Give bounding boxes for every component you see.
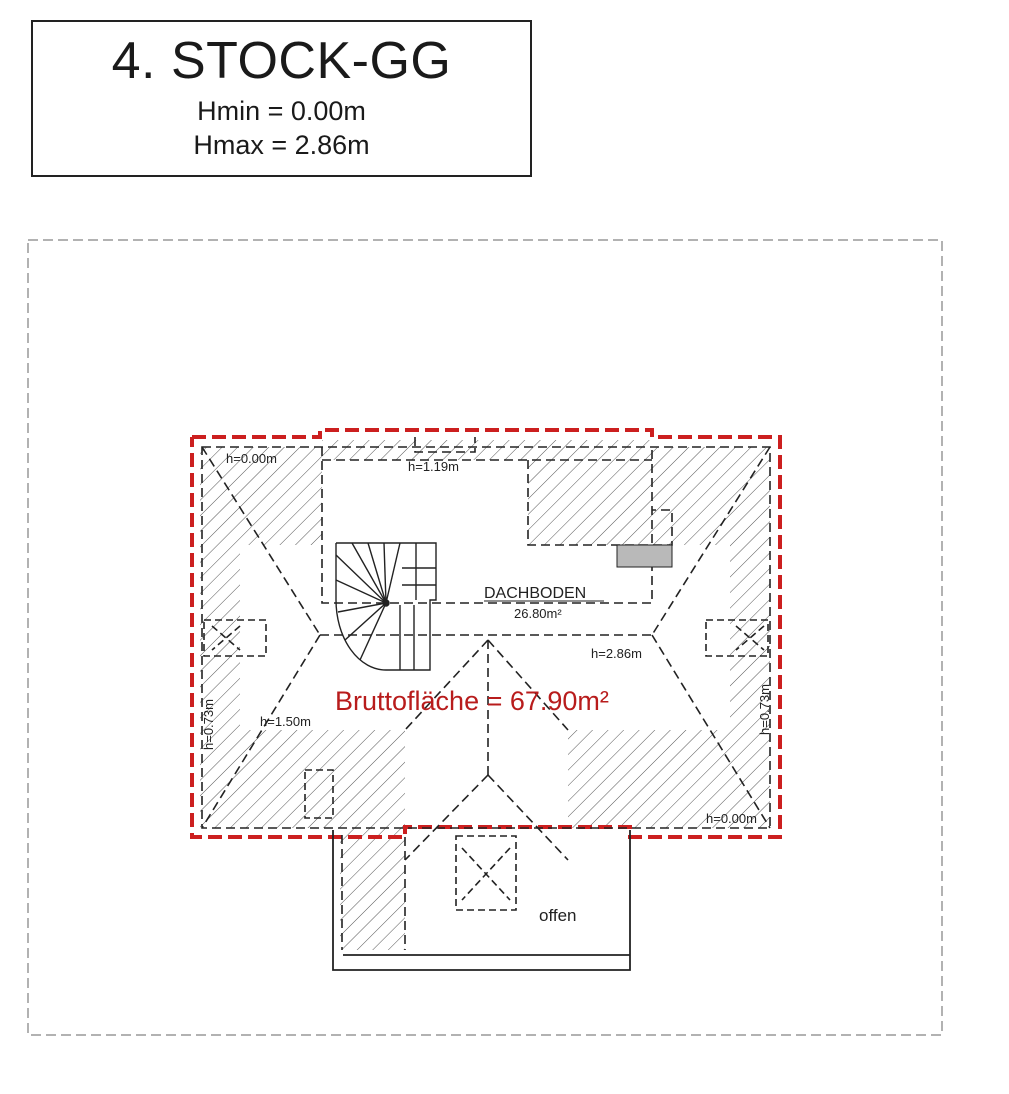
- room-name-label: DACHBODEN: [484, 585, 586, 602]
- balcony: [332, 830, 631, 971]
- room-area-label: 26.80m²: [514, 606, 562, 621]
- hatched-zones: [200, 440, 770, 950]
- roof-lines: [201, 437, 771, 950]
- plot-boundary: [27, 239, 943, 1036]
- skylight-windows: [203, 619, 769, 911]
- title-block: 4. STOCK-GG Hmin = 0.00m Hmax = 2.86m: [31, 20, 532, 177]
- height-label-dormer: h=1.19m: [408, 459, 459, 474]
- height-label-left-side: h=0.73m: [201, 699, 216, 750]
- height-label-bottom-right: h=0.00m: [706, 811, 757, 826]
- gross-area-outline: [190, 428, 782, 839]
- height-label-right-side: h=0.73m: [757, 684, 772, 735]
- max-height-label: Hmax = 2.86m: [193, 130, 370, 160]
- gross-area-label: Bruttofläche = 67.90m²: [335, 686, 609, 716]
- min-height-label: Hmin = 0.00m: [197, 96, 366, 126]
- height-label-left-mid: h=1.50m: [260, 714, 311, 729]
- floor-title: 4. STOCK-GG: [111, 32, 452, 90]
- opening-label: offen: [539, 906, 577, 925]
- chimney-block: [616, 544, 673, 568]
- spiral-staircase: [335, 542, 437, 671]
- height-label-top-left: h=0.00m: [226, 451, 277, 466]
- height-label-ridge: h=2.86m: [591, 646, 642, 661]
